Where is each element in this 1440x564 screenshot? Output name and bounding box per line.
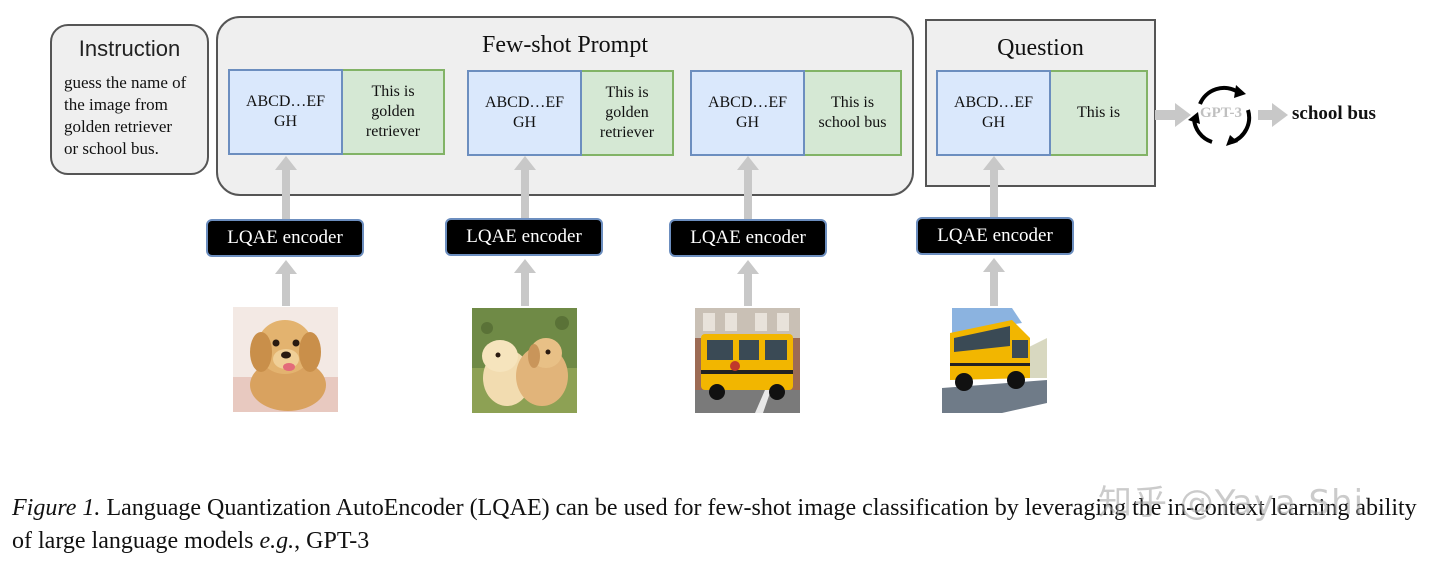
lqae-encoder: LQAE encoder	[669, 219, 827, 257]
label-text: school bus	[818, 114, 887, 131]
model-name: GPT-3	[1200, 105, 1242, 121]
few-shot-title: Few-shot Prompt	[481, 32, 648, 58]
lqae-encoder: LQAE encoder	[445, 218, 603, 256]
figure-label: Figure 1.	[12, 495, 101, 521]
token-box: ABCD…EF GH	[936, 70, 1051, 156]
instruction-line: the image from	[64, 95, 168, 114]
label-box: This is golden retriever	[582, 70, 674, 156]
caption-text: Language Quantization AutoEncoder (LQAE)…	[12, 495, 1417, 554]
label-text: This is	[830, 94, 875, 111]
token-box: ABCD…EF GH	[690, 70, 805, 156]
instruction-line: guess the name of	[64, 73, 187, 92]
watermark: 知乎 @Yaya Shi	[1098, 483, 1365, 523]
school-bus-front-image	[695, 308, 800, 413]
question-title: Question	[997, 35, 1084, 61]
instruction-panel: Instruction guess the name of the image …	[50, 24, 209, 175]
arrow-up	[271, 260, 301, 306]
label-text: retriever	[365, 123, 421, 140]
example-2-pair: ABCD…EF GH This is golden retriever	[467, 70, 674, 156]
label-box: This is golden retriever	[343, 69, 445, 155]
token-box: ABCD…EF GH	[467, 70, 582, 156]
cycle-arrows-icon: GPT-3	[1186, 82, 1256, 148]
token-text: ABCD…EF	[484, 94, 565, 111]
token-text: ABCD…EF	[707, 94, 788, 111]
label-text: retriever	[599, 124, 655, 141]
lqae-encoder: LQAE encoder	[916, 217, 1074, 255]
arrow-right	[1258, 103, 1288, 127]
arrow-up	[733, 156, 763, 220]
token-text: GH	[735, 114, 760, 131]
label-text: This is	[371, 83, 415, 100]
example-1-pair: ABCD…EF GH This is golden retriever	[228, 69, 445, 155]
answer-text: school bus	[1292, 103, 1376, 124]
caption-eg: e.g.	[259, 528, 295, 554]
token-text: ABCD…EF	[953, 94, 1034, 111]
question-pair: ABCD…EF GH This is	[936, 70, 1148, 156]
caption-tail: , GPT-3	[294, 528, 370, 554]
lqae-encoder: LQAE encoder	[206, 219, 364, 257]
arrow-up	[733, 260, 763, 306]
arrow-up	[271, 156, 301, 220]
label-box: This is school bus	[805, 70, 902, 156]
token-box: ABCD…EF GH	[228, 69, 343, 155]
school-bus-side-image	[942, 308, 1047, 413]
label-text: golden	[605, 104, 649, 121]
token-text: GH	[981, 114, 1006, 131]
arrow-right	[1155, 103, 1191, 127]
instruction-line: golden retriever	[64, 117, 173, 136]
figure-caption: Figure 1. Language Quantization AutoEnco…	[12, 492, 1432, 558]
label-text: This is	[1076, 104, 1121, 121]
label-text: This is	[605, 84, 649, 101]
instruction-title: Instruction	[78, 36, 181, 61]
label-box: This is	[1051, 70, 1148, 156]
arrow-up	[510, 259, 540, 306]
arrow-up	[510, 156, 540, 219]
arrow-up	[979, 156, 1009, 218]
arrow-up	[979, 258, 1009, 306]
instruction-text: guess the name of the image from golden …	[64, 72, 201, 160]
token-text: ABCD…EF	[245, 93, 326, 110]
golden-retriever-puppy-image	[233, 307, 338, 412]
example-3-pair: ABCD…EF GH This is school bus	[690, 70, 902, 156]
instruction-line: or school bus.	[64, 139, 159, 158]
token-text: GH	[512, 114, 537, 131]
token-text: GH	[273, 113, 298, 130]
two-golden-retriever-puppies-image	[472, 308, 577, 413]
label-text: golden	[371, 103, 415, 120]
